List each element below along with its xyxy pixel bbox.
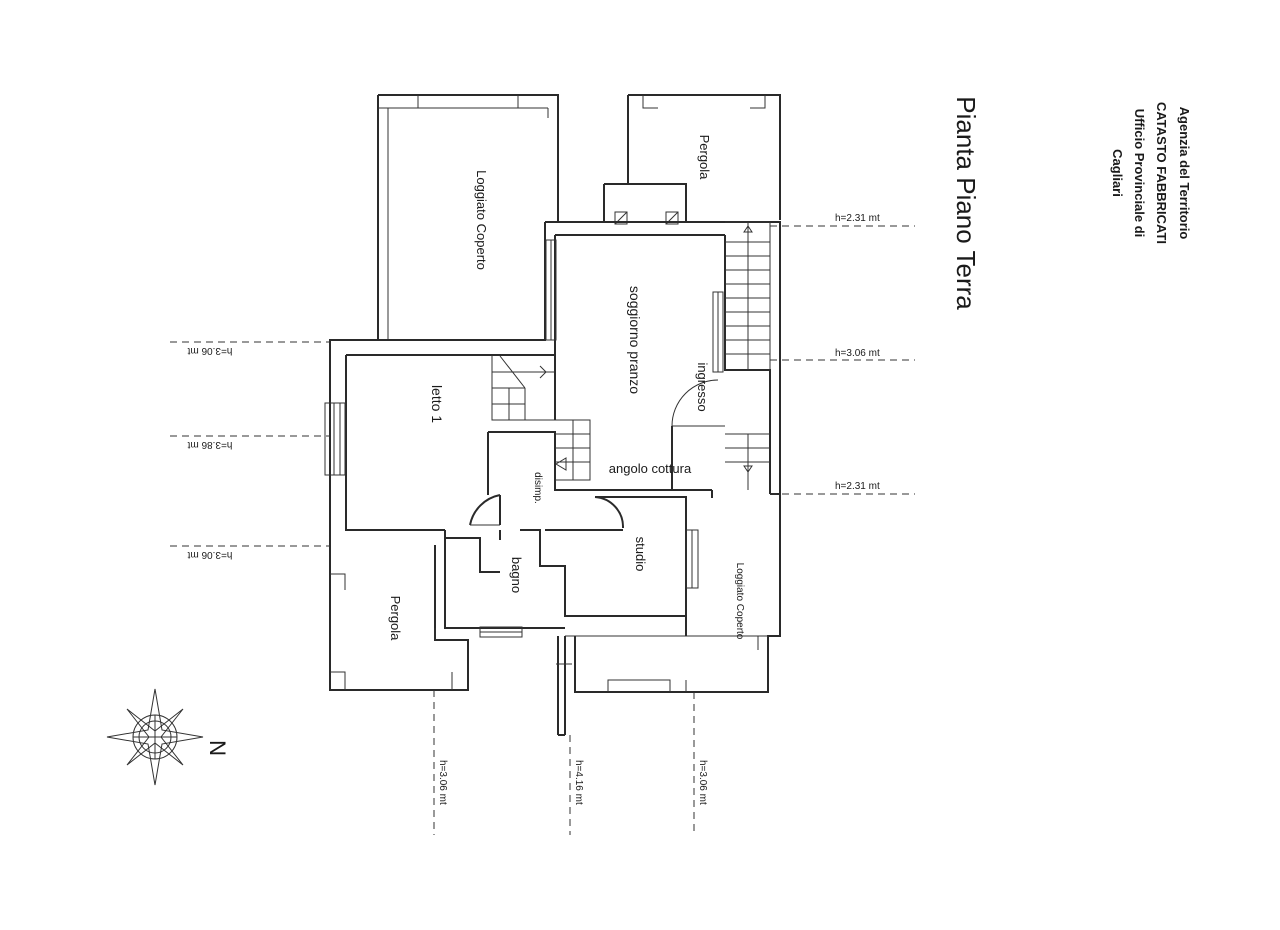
height-label-bottom-3: h=3.06 mt: [697, 760, 708, 805]
agency-line-1: Agenzia del Territorio: [1177, 107, 1192, 240]
room-labels: Loggiato Coperto Pergola soggiorno pranz…: [388, 135, 745, 642]
agency-header: Agenzia del Territorio CATASTO FABBRICAT…: [1110, 102, 1192, 244]
height-label-left-2: h=3.86 mt: [187, 439, 232, 450]
room-disimp: disimp.: [532, 472, 543, 504]
height-label-right-2: h=3.06 mt: [835, 348, 880, 359]
compass-rose-icon: [106, 688, 204, 786]
agency-line-3: Ufficio Provinciale di: [1132, 109, 1147, 238]
room-ingresso: ingresso: [695, 362, 710, 411]
height-label-right-3: h=2.31 mt: [835, 481, 880, 492]
agency-line-2: CATASTO FABBRICATI: [1154, 102, 1169, 244]
room-angolo-cottura: angolo cottura: [609, 461, 692, 476]
compass-north-label: N: [205, 740, 230, 756]
height-markers: [170, 225, 915, 835]
height-labels: h=2.31 mt h=3.06 mt h=2.31 mt h=3.06 mt …: [187, 213, 880, 805]
height-label-left-1: h=3.06 mt: [187, 345, 232, 356]
room-letto: letto 1: [429, 385, 445, 423]
room-bagno: bagno: [509, 557, 524, 593]
room-loggiato-top: Loggiato Coperto: [474, 170, 489, 270]
height-label-right-1: h=2.31 mt: [835, 213, 880, 224]
height-label-bottom-2: h=4.16 mt: [573, 760, 584, 805]
room-soggiorno: soggiorno pranzo: [627, 286, 643, 394]
room-studio: studio: [633, 537, 648, 572]
room-pergola-top: Pergola: [697, 135, 712, 181]
height-label-left-3: h=3.06 mt: [187, 549, 232, 560]
plan-title: Pianta Piano Terra: [951, 96, 981, 310]
height-label-bottom-1: h=3.06 mt: [437, 760, 448, 805]
room-loggiato-bottom: Loggiato Coperto: [734, 563, 745, 640]
walls: [324, 94, 781, 736]
room-pergola-bottom: Pergola: [388, 596, 403, 642]
agency-line-4: Cagliari: [1110, 149, 1125, 197]
